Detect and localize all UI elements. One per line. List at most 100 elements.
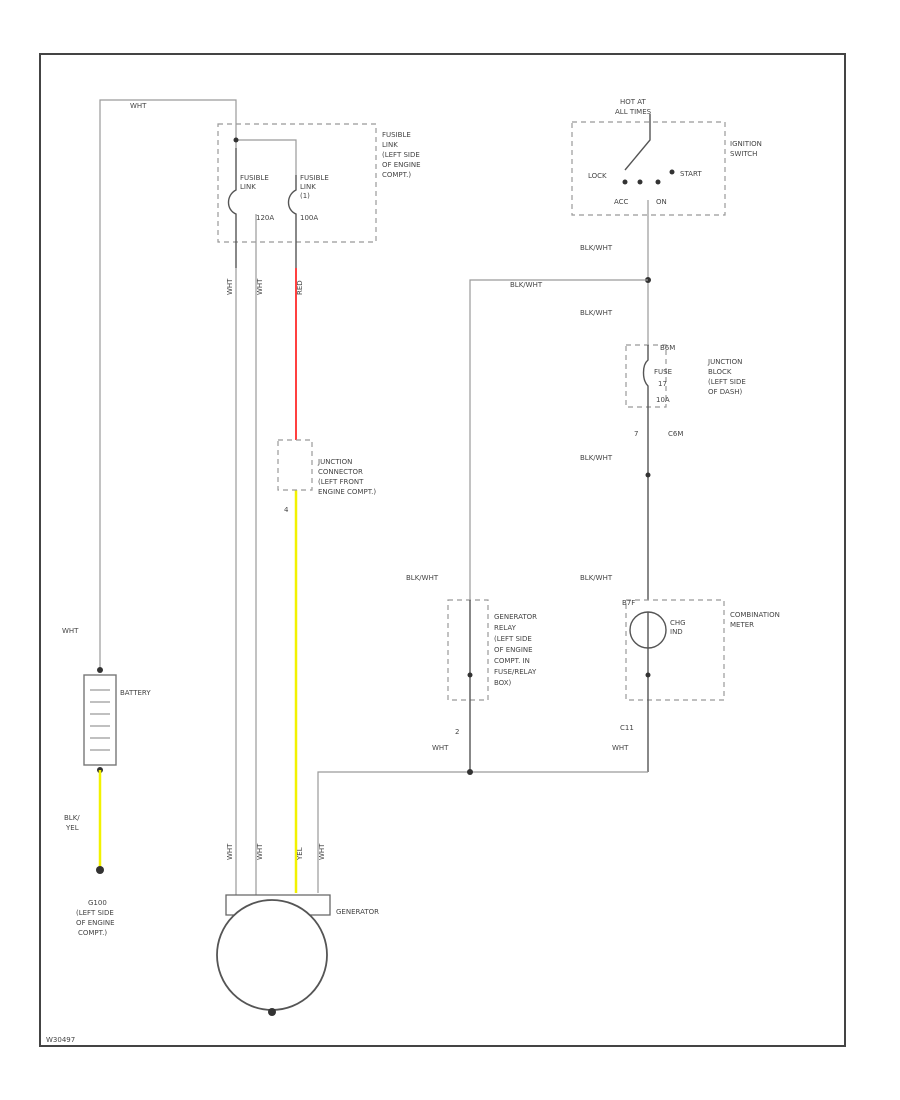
jb-title-2: BLOCK (708, 368, 732, 376)
fusible-link-title: FUSIBLE LINK (LEFT SIDE OF ENGINE COMPT.… (382, 131, 421, 179)
switch-contact-on (655, 179, 661, 185)
junction-block-box (625, 344, 667, 408)
meter-connector: B7F (622, 599, 635, 607)
footer-code: W30497 (46, 1036, 75, 1044)
ground-line-1: G100 (88, 899, 107, 907)
ignition-acc: ACC (614, 198, 629, 206)
meter-contact (645, 672, 651, 678)
switch-contact-acc (637, 179, 643, 185)
ignition-start: START (680, 170, 702, 178)
generator-terminal-block (225, 894, 331, 916)
wire-label-wht-bottom-left: WHT (432, 744, 449, 752)
gen-wire-label-3: YEL (296, 847, 304, 861)
gen-wire-label-1: WHT (226, 843, 234, 860)
fuse-17 (642, 345, 649, 600)
wire-fusible-bus (236, 139, 297, 175)
jb-title-4: OF DASH) (708, 388, 743, 396)
combination-meter-box (625, 599, 725, 701)
switch-contact-start (669, 169, 675, 175)
gen-wire-label-2: WHT (256, 843, 264, 860)
battery-positive (97, 667, 103, 673)
cm-title-1: COMBINATION (730, 611, 780, 619)
wire-label-blkwht-relay: BLK/WHT (406, 574, 439, 582)
fusible-title-1: FUSIBLE (382, 131, 411, 139)
gr-title-6: FUSE/RELAY (494, 668, 537, 676)
diagram-frame (39, 53, 846, 1047)
gr-title-1: GENERATOR (494, 613, 537, 621)
fusible-right-amp: 100A (300, 214, 318, 222)
battery-cells (90, 689, 110, 751)
fusible-title-4: OF ENGINE (382, 161, 421, 169)
wire-label-battery-wht: WHT (62, 627, 79, 635)
junction-block-title: JUNCTION BLOCK (LEFT SIDE OF DASH) (707, 358, 746, 396)
jb-fuse-num: 17 (658, 380, 667, 388)
jb-out-connector: C6M (668, 430, 683, 438)
ground-line-2: (LEFT SIDE (76, 909, 114, 917)
wire-label-blkwht-2: BLK/WHT (580, 309, 613, 317)
ignition-title-2: SWITCH (730, 150, 757, 158)
junction-connector-title: JUNCTION CONNECTOR (LEFT FRONT ENGINE CO… (317, 458, 376, 496)
wire-label-battery-yel: YEL (65, 824, 79, 832)
gr-title-7: BOX) (494, 679, 512, 687)
fusible-right-name: FUSIBLE (300, 174, 329, 182)
wire-blkwht-branch (469, 279, 648, 600)
fusible-left-amp: 120A (256, 214, 274, 222)
fusible-title-2: LINK (382, 141, 398, 149)
ignition-switch-box (571, 121, 726, 216)
wire-label-wht-2: WHT (256, 278, 264, 295)
jc-title-3: (LEFT FRONT (318, 478, 364, 486)
junction-connector-box (277, 439, 313, 491)
gen-wire-label-4: WHT (318, 843, 326, 860)
generator-relay-title: GENERATOR RELAY (LEFT SIDE OF ENGINE COM… (494, 613, 537, 687)
meter-pin: C11 (620, 724, 634, 732)
splice-dot (233, 137, 239, 143)
generator-icon (216, 899, 328, 1011)
ignition-lock: LOCK (588, 172, 607, 180)
generator-ground (268, 1008, 276, 1016)
gr-title-5: COMPT. IN (494, 657, 530, 665)
jb-title-1: JUNCTION (707, 358, 742, 366)
battery-label: BATTERY (120, 689, 151, 697)
fusible-left-sub: LINK (240, 183, 256, 191)
wire-label-blkwht-3: BLK/WHT (580, 454, 613, 462)
fusible-title-5: COMPT.) (382, 171, 411, 179)
wire-label-top-wht: WHT (130, 102, 147, 110)
fusible-link-left (227, 148, 237, 268)
ground-line-4: COMPT.) (78, 929, 107, 937)
wire-label-red: RED (296, 280, 304, 295)
wire-label-blkwht-meter: BLK/WHT (580, 574, 613, 582)
fusible-link-right (287, 175, 297, 268)
relay-contact (467, 672, 473, 678)
fusible-title-3: (LEFT SIDE (382, 151, 420, 159)
wire-label-battery-blk: BLK/ (64, 814, 80, 822)
jb-connector: B6M (660, 344, 675, 352)
generator-label: GENERATOR (336, 908, 379, 916)
jc-title-2: CONNECTOR (318, 468, 363, 476)
wire-label-blkwht-branch: BLK/WHT (510, 281, 543, 289)
ignition-switch-arm (624, 114, 651, 171)
wire-label-wht-1: WHT (226, 278, 234, 295)
gr-title-3: (LEFT SIDE (494, 635, 532, 643)
gr-title-4: OF ENGINE (494, 646, 533, 654)
jb-fuse: FUSE (654, 368, 672, 376)
meter-lamp-2: IND (670, 628, 683, 636)
wire-label-blkwht-1: BLK/WHT (580, 244, 613, 252)
jb-amp: 10A (656, 396, 670, 404)
relay-pin: 2 (455, 728, 459, 736)
ground-line-3: OF ENGINE (76, 919, 115, 927)
wire-battery-to-fusible (99, 99, 237, 670)
splice-return (467, 769, 473, 775)
switch-contact-lock (622, 179, 628, 185)
ground-g100 (96, 866, 104, 874)
fusible-left-name: FUSIBLE (240, 174, 269, 182)
jc-title-4: ENGINE COMPT.) (318, 488, 376, 496)
jb-title-3: (LEFT SIDE (708, 378, 746, 386)
wire-label-wht-bottom-right: WHT (612, 744, 629, 752)
splice-c6m (645, 472, 651, 478)
meter-lamp-1: CHG (670, 619, 686, 627)
ignition-all-times: ALL TIMES (615, 108, 652, 116)
jc-title-1: JUNCTION (317, 458, 352, 466)
wire-wht-return (317, 771, 648, 893)
fusible-right-num: (1) (300, 192, 310, 200)
